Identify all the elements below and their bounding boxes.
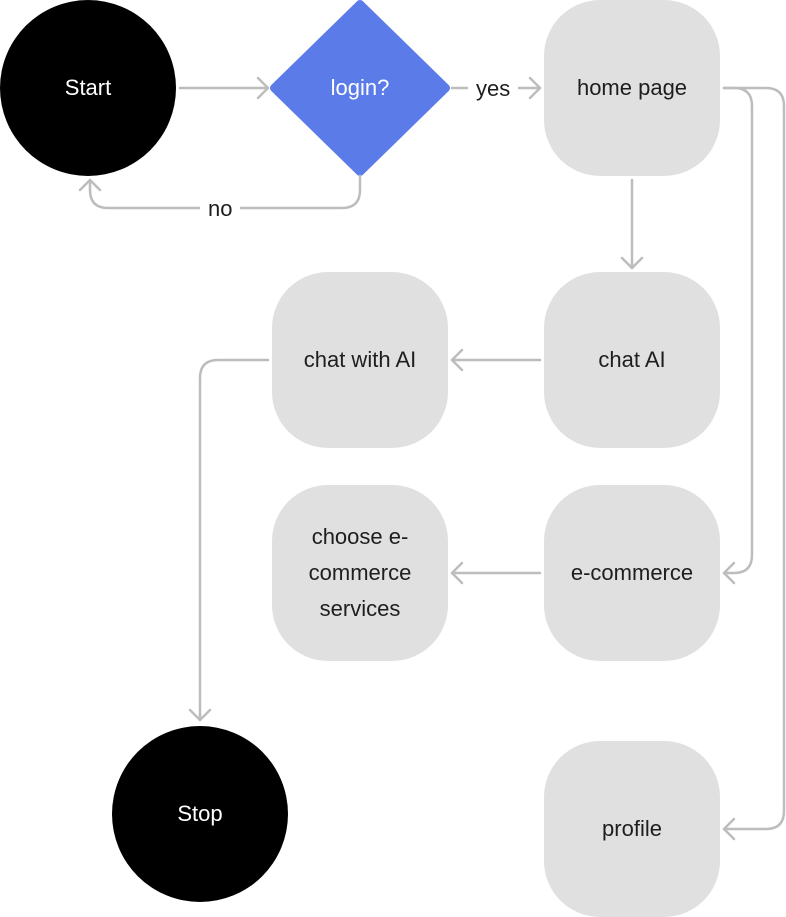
arrowhead-ecommerce [722,561,736,585]
arrowhead-login [256,76,270,100]
chat-ai-label: chat AI [598,347,666,372]
edge-home-to-profile [722,86,786,831]
home-page-node: home page [544,0,720,176]
arrowhead-chat-ai [620,256,644,270]
profile-node: profile [544,741,720,917]
chat-with-ai-node: chat with AI [272,272,448,448]
edge-label-yes: yes [468,75,519,103]
start-label: Start [64,75,112,100]
start-node: Start [0,0,176,176]
profile-label: profile [602,816,662,841]
edge-home-to-ecommerce [722,86,754,575]
edge-chat-with-ai-to-stop [198,358,270,722]
arrowhead-chat-with-ai [450,348,464,372]
stop-label: Stop [177,801,223,826]
login-diamond [270,0,450,176]
stop-node: Stop [112,726,288,902]
e-commerce-label: e-commerce [570,560,694,585]
arrowhead-home [528,76,542,100]
arrowhead-choose [450,561,464,585]
chat-ai-node: chat AI [544,272,720,448]
choose-services-label: choose e-commerce services [308,524,412,621]
edge-label-no: no [200,195,241,223]
home-page-label: home page [576,75,688,100]
arrowhead-start [78,178,102,192]
arrowhead-profile [722,817,736,841]
choose-services-node: choose e-commerce services [272,485,448,661]
e-commerce-node: e-commerce [544,485,720,661]
login-label: login? [330,75,390,100]
login-node: login? [272,0,448,176]
chat-with-ai-label: chat with AI [303,347,417,372]
arrowhead-stop [188,708,212,722]
